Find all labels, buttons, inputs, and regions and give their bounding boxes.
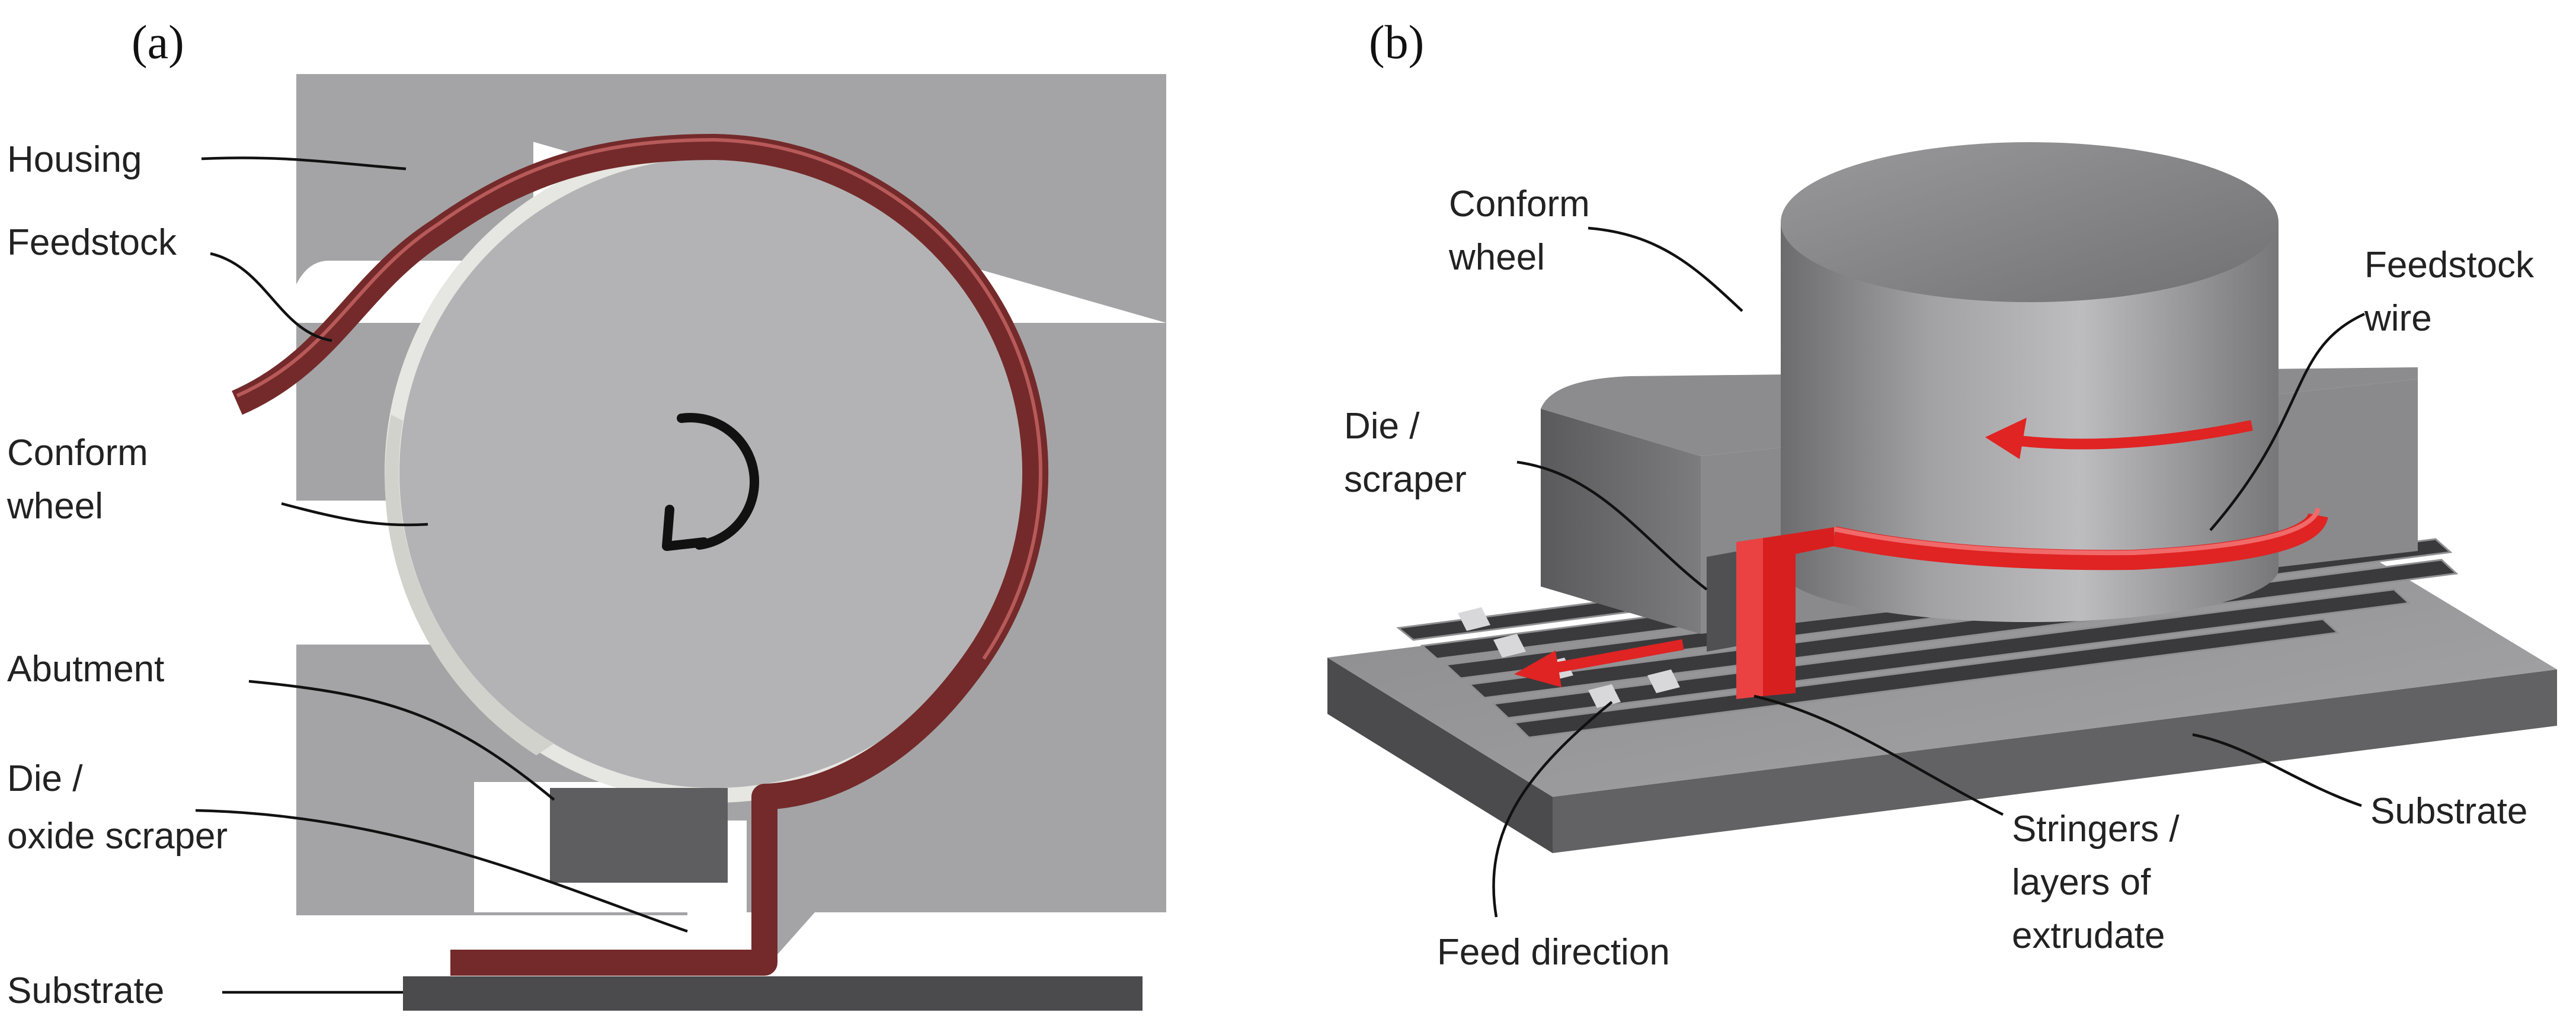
label-b-feedstock-line2: wire xyxy=(2364,298,2432,339)
wheel-rotation-arrow-icon xyxy=(1985,418,2253,459)
feed-direction-arrow-icon xyxy=(1514,639,1684,687)
wheel-shade xyxy=(385,415,554,755)
leader-b-die xyxy=(1516,460,1708,591)
leader-b-feed-direction xyxy=(1492,701,1613,918)
leader-conform-wheel xyxy=(281,502,428,527)
die-oxide-scraper xyxy=(550,788,728,883)
panel-a: (a) Housing Feedstock Conform wheel Abut… xyxy=(7,17,1166,1011)
wheel-top xyxy=(1781,142,2279,302)
conform-wheel xyxy=(399,158,1030,788)
label-b-conform-wheel-line1: Conform xyxy=(1449,184,1590,225)
label-b-conform-wheel-line2: wheel xyxy=(1448,237,1545,278)
stringer-5 xyxy=(1491,588,2411,719)
label-die-line2: oxide scraper xyxy=(7,816,228,857)
housing-lower-block xyxy=(296,646,687,915)
label-die-line1: Die / xyxy=(7,758,83,799)
substrate-b-side xyxy=(1553,669,2557,853)
rotation-arrow-icon xyxy=(662,412,760,551)
leader-b-conform-wheel xyxy=(1588,226,1743,312)
label-abutment: Abutment xyxy=(7,649,164,690)
leader-housing xyxy=(201,156,407,171)
die-block-front xyxy=(1541,409,1701,634)
panel-b-tag: (b) xyxy=(1369,17,1424,69)
label-substrate-a: Substrate xyxy=(7,970,164,1011)
label-b-stringers-line2: layers of xyxy=(2012,862,2151,903)
label-b-feedstock-line1: Feedstock xyxy=(2364,245,2535,286)
feedstock-wire xyxy=(1736,507,2328,699)
leader-b-feedstock xyxy=(2209,312,2365,531)
label-b-substrate: Substrate xyxy=(2370,791,2527,832)
label-b-feed-direction: Feed direction xyxy=(1437,932,1670,973)
leader-die xyxy=(195,809,688,933)
label-b-stringers-line1: Stringers / xyxy=(2012,809,2180,850)
wheel-side xyxy=(1781,222,2279,622)
leader-b-substrate xyxy=(2192,733,2362,807)
panel-a-tag: (a) xyxy=(132,17,184,69)
label-b-die-line1: Die / xyxy=(1344,406,1420,447)
label-housing: Housing xyxy=(7,139,142,180)
label-b-stringers-line3: extrudate xyxy=(2012,915,2165,956)
housing-upper-lip xyxy=(296,74,533,284)
label-conform-wheel-line1: Conform xyxy=(7,432,148,473)
substrate-b-front xyxy=(1327,658,1553,853)
stringer-6 xyxy=(1512,618,2340,739)
leader-feedstock xyxy=(210,252,332,342)
leader-b-stringers xyxy=(1753,694,2004,816)
label-b-die-line2: scraper xyxy=(1344,459,1467,500)
feedstock-highlight xyxy=(236,137,1042,660)
leader-abutment xyxy=(248,680,555,801)
feedstock xyxy=(232,134,1049,976)
label-conform-wheel-line2: wheel xyxy=(7,486,103,527)
substrate-a xyxy=(403,976,1143,1011)
conform-wheel-b xyxy=(1781,142,2279,622)
die-scraper-notch xyxy=(1707,551,1739,652)
label-feedstock: Feedstock xyxy=(7,222,177,263)
panel-b: (b) xyxy=(1327,17,2557,973)
